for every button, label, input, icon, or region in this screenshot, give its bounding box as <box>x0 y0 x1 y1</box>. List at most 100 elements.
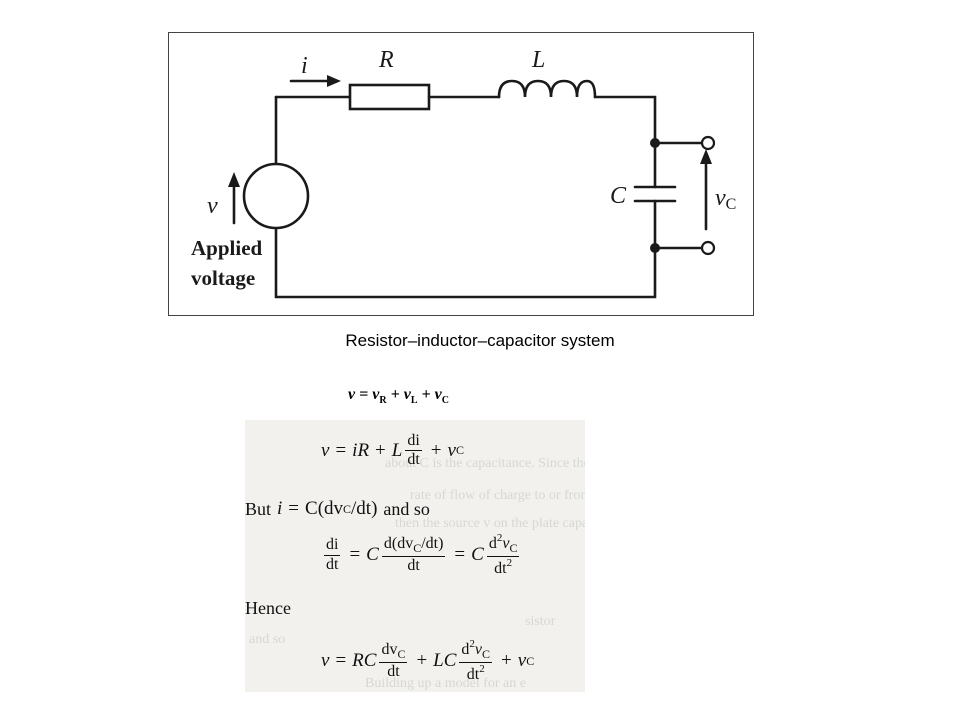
inductor-symbol <box>497 79 597 99</box>
but-expr-tail: /dt) <box>351 498 378 519</box>
eq2-f3-sup: 2 <box>496 532 503 544</box>
eq3-f2-den-sup: 2 <box>479 662 485 675</box>
kvl-vr: v <box>372 386 380 403</box>
kvl-equals: = <box>355 386 373 403</box>
eq2-f1-den: dt <box>326 555 339 573</box>
eq1-vc-sub: C <box>455 443 464 458</box>
ghost-text-line-1: about C is the capacitance. Since the cu… <box>385 456 585 471</box>
capacitor-label: C <box>610 183 627 209</box>
ghost-text-line-6: Building up a model for an e <box>365 676 526 691</box>
but-i: i <box>277 498 283 519</box>
eq3-plus: + <box>416 650 428 672</box>
kvl-equation: v = vR + vL + vC <box>348 386 449 406</box>
capacitor-voltage-symbol: v <box>715 185 726 211</box>
ghost-text-line-2: rate of flow of charge to or from th <box>410 488 585 503</box>
eq2-f2-num-sub: C <box>413 541 422 555</box>
kvl-plus-1: + <box>386 386 404 403</box>
eq1-equals: = <box>335 439 347 461</box>
eq3-f1-den: dt <box>387 662 400 680</box>
ghost-text-line-4: sistor <box>525 614 556 629</box>
eq3-vc-sub: C <box>526 653 535 668</box>
but-equals: = <box>288 498 300 519</box>
eq3-f2-sup: 2 <box>469 638 475 650</box>
eq2-c: C <box>366 544 379 566</box>
eq1-l: L <box>391 439 403 461</box>
inductor-label: L <box>531 47 545 73</box>
kvl-vc: v <box>434 386 442 403</box>
source-voltage-arrowhead <box>228 172 240 187</box>
voltage-source-symbol <box>242 162 310 230</box>
output-terminal-top <box>700 135 716 151</box>
eq2-equals: = <box>349 544 361 566</box>
but-expr-sub: C <box>343 501 352 516</box>
eq1-frac-num: di <box>405 432 422 452</box>
kvl-vr-sub: R <box>379 395 387 407</box>
eq2-f2-num-tail: /dt) <box>421 535 444 552</box>
eq3-equals: = <box>335 650 347 672</box>
eq3-f2-v: v <box>474 641 483 658</box>
and-so-word: and so <box>383 498 430 519</box>
eq2-c-2: C <box>471 544 484 566</box>
applied-voltage-line1: Applied <box>191 236 263 260</box>
eq3-f1-num-sub: C <box>397 647 406 661</box>
eq2-f3-v: v <box>502 535 510 552</box>
eq2-f1-num: di <box>324 536 341 556</box>
eq3-f2-num: d <box>461 641 470 658</box>
but-expr: C(dv <box>305 498 344 519</box>
source-voltage-label: v <box>207 193 218 219</box>
applied-voltage-line2: voltage <box>191 266 255 290</box>
capacitor-voltage-arrowhead <box>700 149 712 164</box>
eq3-rc: RC <box>352 650 377 672</box>
eq1-i: i <box>352 439 358 461</box>
eq3-f1-num: dv <box>381 641 398 658</box>
junction-node-bottom <box>650 243 660 253</box>
eq2-f2-num: d(dv <box>383 535 414 552</box>
eq3-vc: v <box>517 650 527 672</box>
ghost-text-line-3: then the source v on the plate capacito <box>395 516 585 531</box>
rlc-circuit-schematic: i R L C v vC Applied voltage <box>191 47 736 299</box>
kvl-vl-sub: L <box>410 395 418 407</box>
hence-line: Hence <box>245 598 297 619</box>
capacitor-voltage-subscript: C <box>726 196 737 213</box>
kvl-plus-2: + <box>417 386 435 403</box>
output-terminal-bottom <box>700 240 716 256</box>
eq1-r: R <box>357 439 370 461</box>
wire-right-lower <box>274 199 657 299</box>
eq2-f3-sub: C <box>509 541 518 555</box>
hence-word: Hence <box>245 598 291 618</box>
resistor-label: R <box>378 47 394 73</box>
eq1-plus-2: + <box>430 439 442 461</box>
eq2-fraction-2: d(dvC/dt)dt <box>381 535 446 575</box>
resistor-symbol <box>348 83 431 111</box>
eq2-f3-num: d <box>488 535 497 552</box>
kvl-v: v <box>348 386 356 403</box>
eq3-lc: LC <box>433 650 457 672</box>
eq2-f3-den: dt <box>494 559 507 577</box>
kvl-vc-sub: C <box>441 395 449 407</box>
eq1-vc: v <box>447 439 456 461</box>
kvl-vl: v <box>403 386 411 403</box>
eq2-f3-den-sup: 2 <box>506 556 513 569</box>
but-word: But <box>245 498 272 519</box>
circuit-diagram-frame: i R L C v vC Applied voltage <box>168 32 754 316</box>
eq3-f2-sub: C <box>482 647 491 661</box>
ghost-text-line-5: and so <box>249 632 286 647</box>
eq1-lhs: v <box>321 439 330 461</box>
eq3-lhs: v <box>321 650 330 672</box>
current-arrowhead <box>327 75 341 87</box>
wire-top-right <box>593 95 657 189</box>
eq2-f2-den: dt <box>407 556 420 574</box>
current-label: i <box>301 53 308 79</box>
eq1-plus: + <box>375 439 386 461</box>
junction-node-top <box>650 138 660 148</box>
eq1-frac-den: dt <box>407 451 420 469</box>
capacitor-voltage-label: vC <box>715 185 736 213</box>
eq3-plus-2: + <box>501 650 512 672</box>
diagram-caption: Resistor–inductor–capacitor system <box>345 331 615 350</box>
